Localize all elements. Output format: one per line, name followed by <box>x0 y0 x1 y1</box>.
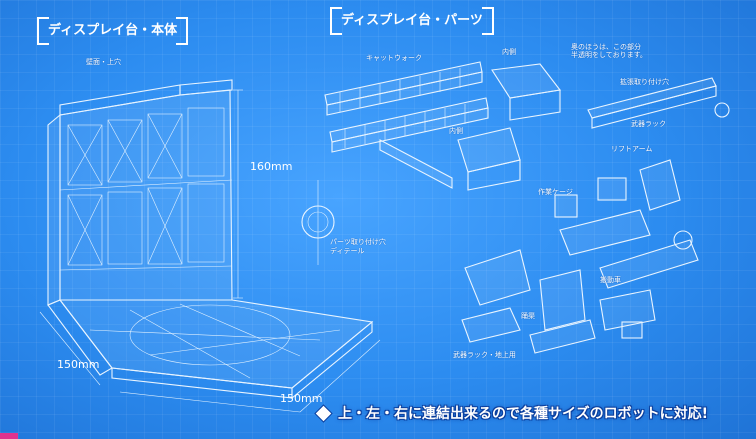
label-mover: 搬動車 <box>600 276 621 284</box>
title-display-base-parts: ディスプレイ台・パーツ <box>330 7 494 35</box>
label-parts-hole-detail: パーツ取り付け穴 ディテール <box>330 238 386 255</box>
label-stairs: 踊渠 <box>521 312 535 320</box>
label-weapon-rack: 武器ラック <box>631 120 666 128</box>
dimension-depth: 150mm <box>57 358 100 371</box>
title-text: ディスプレイ台・本体 <box>48 23 178 38</box>
dimension-lines <box>39 89 381 413</box>
catwalk-parts <box>324 61 489 189</box>
label-weapon-rack-ground: 武器ラック・地上用 <box>453 351 516 359</box>
diamond-icon <box>315 405 332 422</box>
label-work-cage: 作業ケージ <box>538 188 573 196</box>
title-text: ディスプレイ台・パーツ <box>341 13 483 28</box>
extension-bar-part <box>587 77 730 129</box>
label-inner-1: 内側 <box>502 48 516 56</box>
dimension-height: 160mm <box>250 160 293 173</box>
label-translucent-note: 奥のほうは、この部分 半透明をしております。 <box>571 43 647 59</box>
dimension-width: 150mm <box>280 392 323 405</box>
title-display-base-body: ディスプレイ台・本体 <box>36 17 189 45</box>
label-inner-2: 内側 <box>449 127 463 135</box>
banner-text: 上・左・右に連結出来るので各種サイズのロボットに対応! <box>338 406 708 422</box>
inner-frame-parts <box>457 63 561 191</box>
label-catwalk: キャットウォーク <box>366 54 422 62</box>
feature-banner: 上・左・右に連結出来るので各種サイズのロボットに対応! <box>312 402 716 426</box>
pink-corner-strip <box>0 433 18 439</box>
accessory-parts <box>461 159 699 354</box>
parts-hole-detail <box>301 180 335 265</box>
label-lift-arm: リフトアーム <box>611 145 653 153</box>
display-base-illustration <box>47 79 374 400</box>
label-wall-top-hole: 壁面・上穴 <box>86 58 121 66</box>
label-extension-hole: 拡張取り付け穴 <box>620 78 669 86</box>
